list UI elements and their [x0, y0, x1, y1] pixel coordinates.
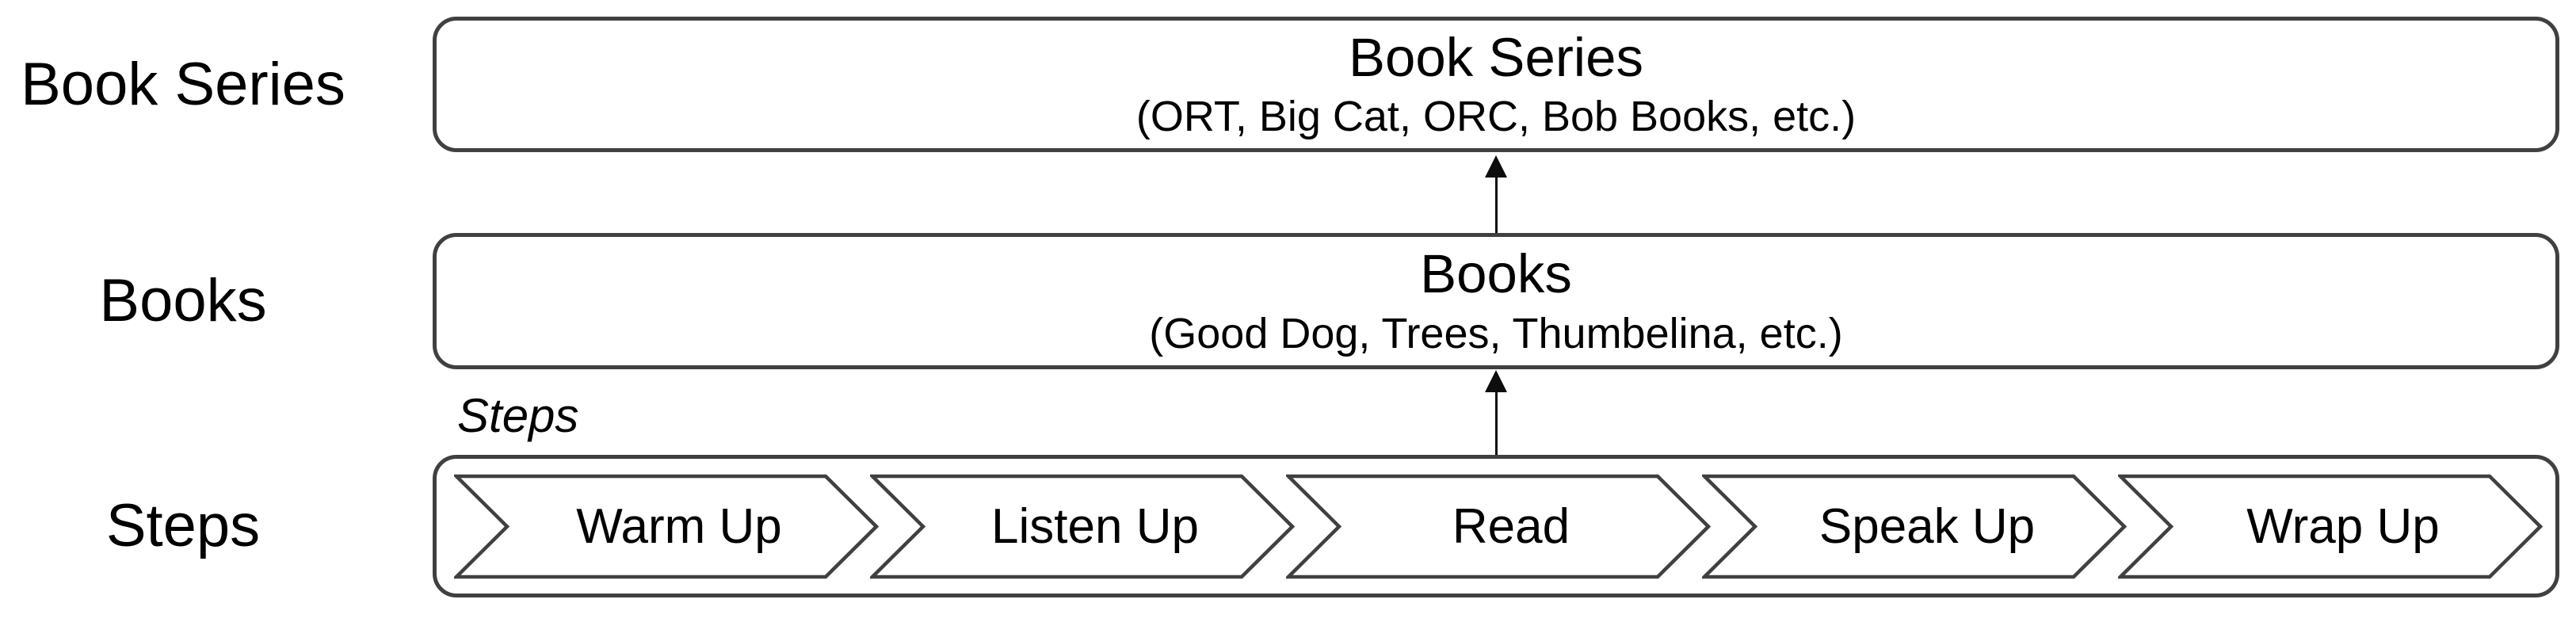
box-book-series-title: Book Series: [1348, 26, 1644, 88]
chevron-shape: [2118, 474, 2543, 579]
step-chevron-listen-up: Listen Up: [870, 474, 1295, 579]
arrow-line: [1495, 174, 1498, 235]
step-label: Read: [1452, 498, 1570, 554]
box-book-series-subtitle: (ORT, Big Cat, ORC, Bob Books, etc.): [1135, 93, 1857, 141]
step-label: Wrap Up: [2246, 498, 2440, 554]
arrow-up-icon: [1485, 155, 1507, 177]
row-label-steps: Steps: [105, 492, 261, 559]
box-books: Books (Good Dog, Trees, Thumbelina, etc.…: [433, 233, 2559, 369]
box-steps: Warm Up Listen Up Read Speak Up Wrap Up: [433, 455, 2559, 597]
step-chevron-wrap-up: Wrap Up: [2118, 474, 2543, 579]
row-label-book-series: Book Series: [21, 50, 345, 118]
box-books-subtitle: (Good Dog, Trees, Thumbelina, etc.): [1149, 309, 1843, 357]
arrow-line: [1495, 389, 1498, 456]
row-label-books: Books: [99, 267, 267, 334]
chevron-shape: [870, 474, 1295, 579]
chevron-shape: [1286, 474, 1711, 579]
steps-caption: Steps: [457, 389, 579, 442]
step-label: Listen Up: [991, 498, 1199, 554]
box-book-series: Book Series (ORT, Big Cat, ORC, Bob Book…: [433, 17, 2559, 152]
step-label: Warm Up: [576, 498, 782, 554]
step-chevron-warm-up: Warm Up: [454, 474, 879, 579]
box-books-title: Books: [1420, 243, 1572, 305]
chevron-shape: [454, 474, 879, 579]
step-chevron-speak-up: Speak Up: [1702, 474, 2127, 579]
chevron-shape: [1702, 474, 2127, 579]
step-label: Speak Up: [1818, 498, 2036, 554]
arrow-up-icon: [1485, 370, 1507, 392]
step-chevron-read: Read: [1286, 474, 1711, 579]
